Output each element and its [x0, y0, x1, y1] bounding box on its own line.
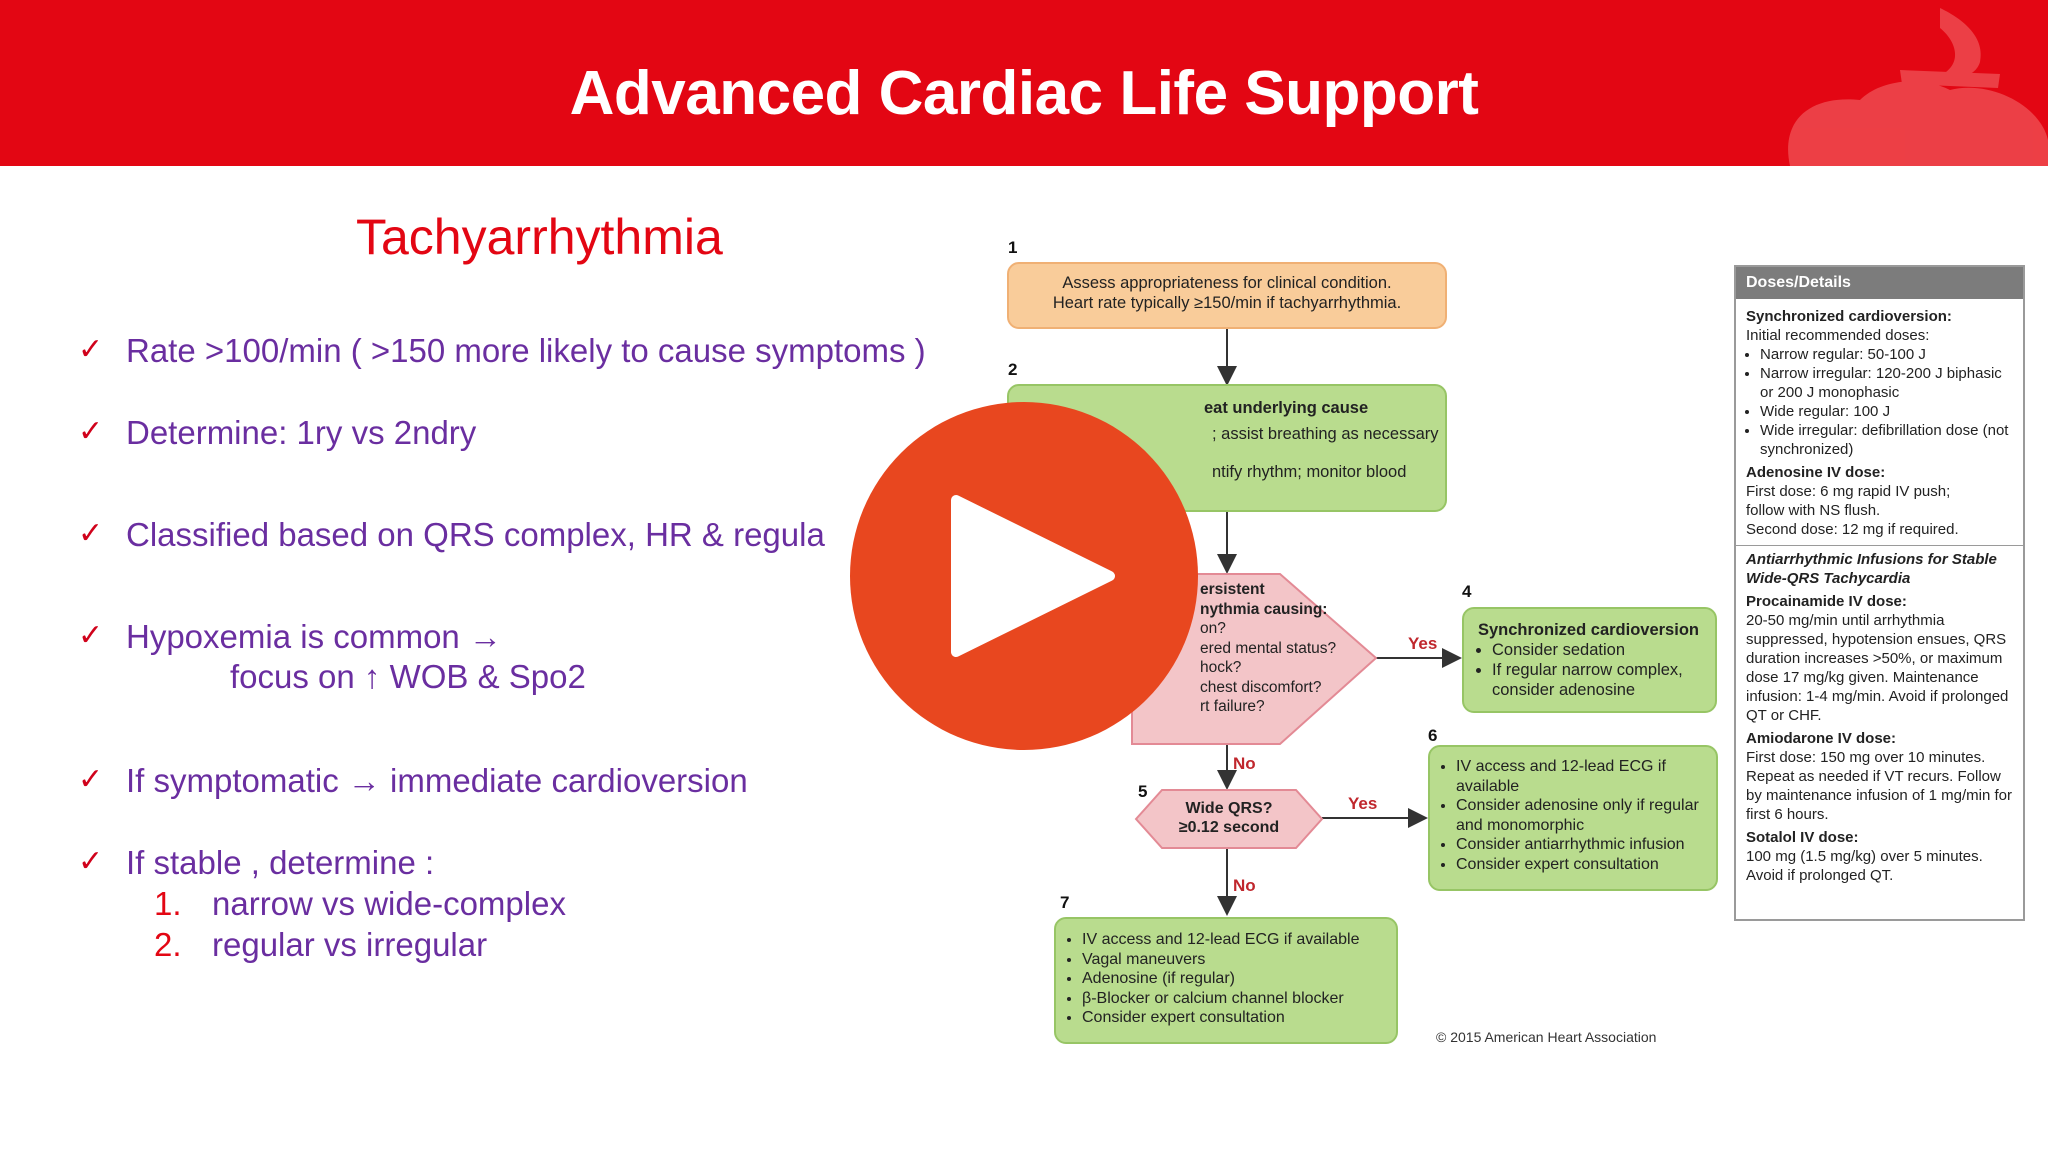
- heart-torch-logo-icon: [1788, 8, 2048, 166]
- no-label: No: [1233, 876, 1256, 895]
- section-subtitle: Tachyarrhythmia: [356, 209, 723, 265]
- step-number: 2: [1008, 360, 1018, 379]
- step6-box: IV access and 12-lead ECG if available C…: [1428, 745, 1718, 891]
- sotalol-section: Sotalol IV dose: 100 mg (1.5 mg/kg) over…: [1746, 829, 1983, 884]
- step-number: 6: [1428, 726, 1438, 745]
- checkmark-icon: ✓: [78, 845, 104, 878]
- header-banner: Advanced Cardiac Life Support: [0, 0, 2048, 166]
- step-number: 1: [1008, 238, 1018, 257]
- step5-text: Wide QRS? ≥0.12 second: [1178, 800, 1280, 836]
- step-number: 4: [1462, 582, 1472, 601]
- yes-label: Yes: [1348, 794, 1378, 813]
- list-number: 2.: [154, 926, 182, 963]
- checkmark-icon: ✓: [78, 763, 104, 796]
- checkmark-icon: ✓: [78, 333, 104, 366]
- amiodarone-section: Amiodarone IV dose: First dose: 150 mg o…: [1746, 730, 2012, 823]
- sync-cardioversion-section: Synchronized cardioversion: Initial reco…: [1736, 299, 2023, 459]
- step4-box: Synchronized cardioversion Consider seda…: [1462, 607, 1717, 713]
- step-number: 5: [1138, 782, 1148, 801]
- checkmark-icon: ✓: [78, 415, 104, 448]
- step5-hexagon: [1134, 789, 1324, 849]
- checkmark-icon: ✓: [78, 619, 104, 652]
- adenosine-section: Adenosine IV dose: First dose: 6 mg rapi…: [1746, 464, 1959, 538]
- step-number: 7: [1060, 893, 1070, 912]
- hypoxemia-sub: focus on ↑ WOB & Spo2: [230, 658, 586, 695]
- doses-header: Doses/Details: [1736, 267, 2023, 299]
- divider: [1736, 545, 2023, 546]
- no-label: No: [1233, 754, 1256, 773]
- list-item-regular-irregular: regular vs irregular: [212, 926, 488, 963]
- step1-box: Assess appropriateness for clinical cond…: [1007, 262, 1447, 329]
- copyright-text: © 2015 American Heart Association: [1436, 1029, 1657, 1045]
- list-item-narrow-wide: narrow vs wide-complex: [212, 885, 566, 922]
- list-number: 1.: [154, 885, 182, 922]
- doses-panel: Doses/Details Synchronized cardioversion…: [1734, 265, 2025, 921]
- infusion-section: Antiarrhythmic Infusions for Stable Wide…: [1746, 551, 1997, 587]
- procainamide-section: Procainamide IV dose: 20-50 mg/min until…: [1746, 593, 2009, 724]
- play-icon: [951, 495, 1115, 657]
- step3-text: ersistent nythmia causing: on? ered ment…: [1200, 581, 1337, 715]
- yes-label: Yes: [1408, 634, 1438, 653]
- checkmark-icon: ✓: [78, 517, 104, 550]
- step7-box: IV access and 12-lead ECG if available V…: [1054, 917, 1398, 1044]
- slide-title: Advanced Cardiac Life Support: [569, 59, 1479, 128]
- play-button[interactable]: [848, 400, 1200, 752]
